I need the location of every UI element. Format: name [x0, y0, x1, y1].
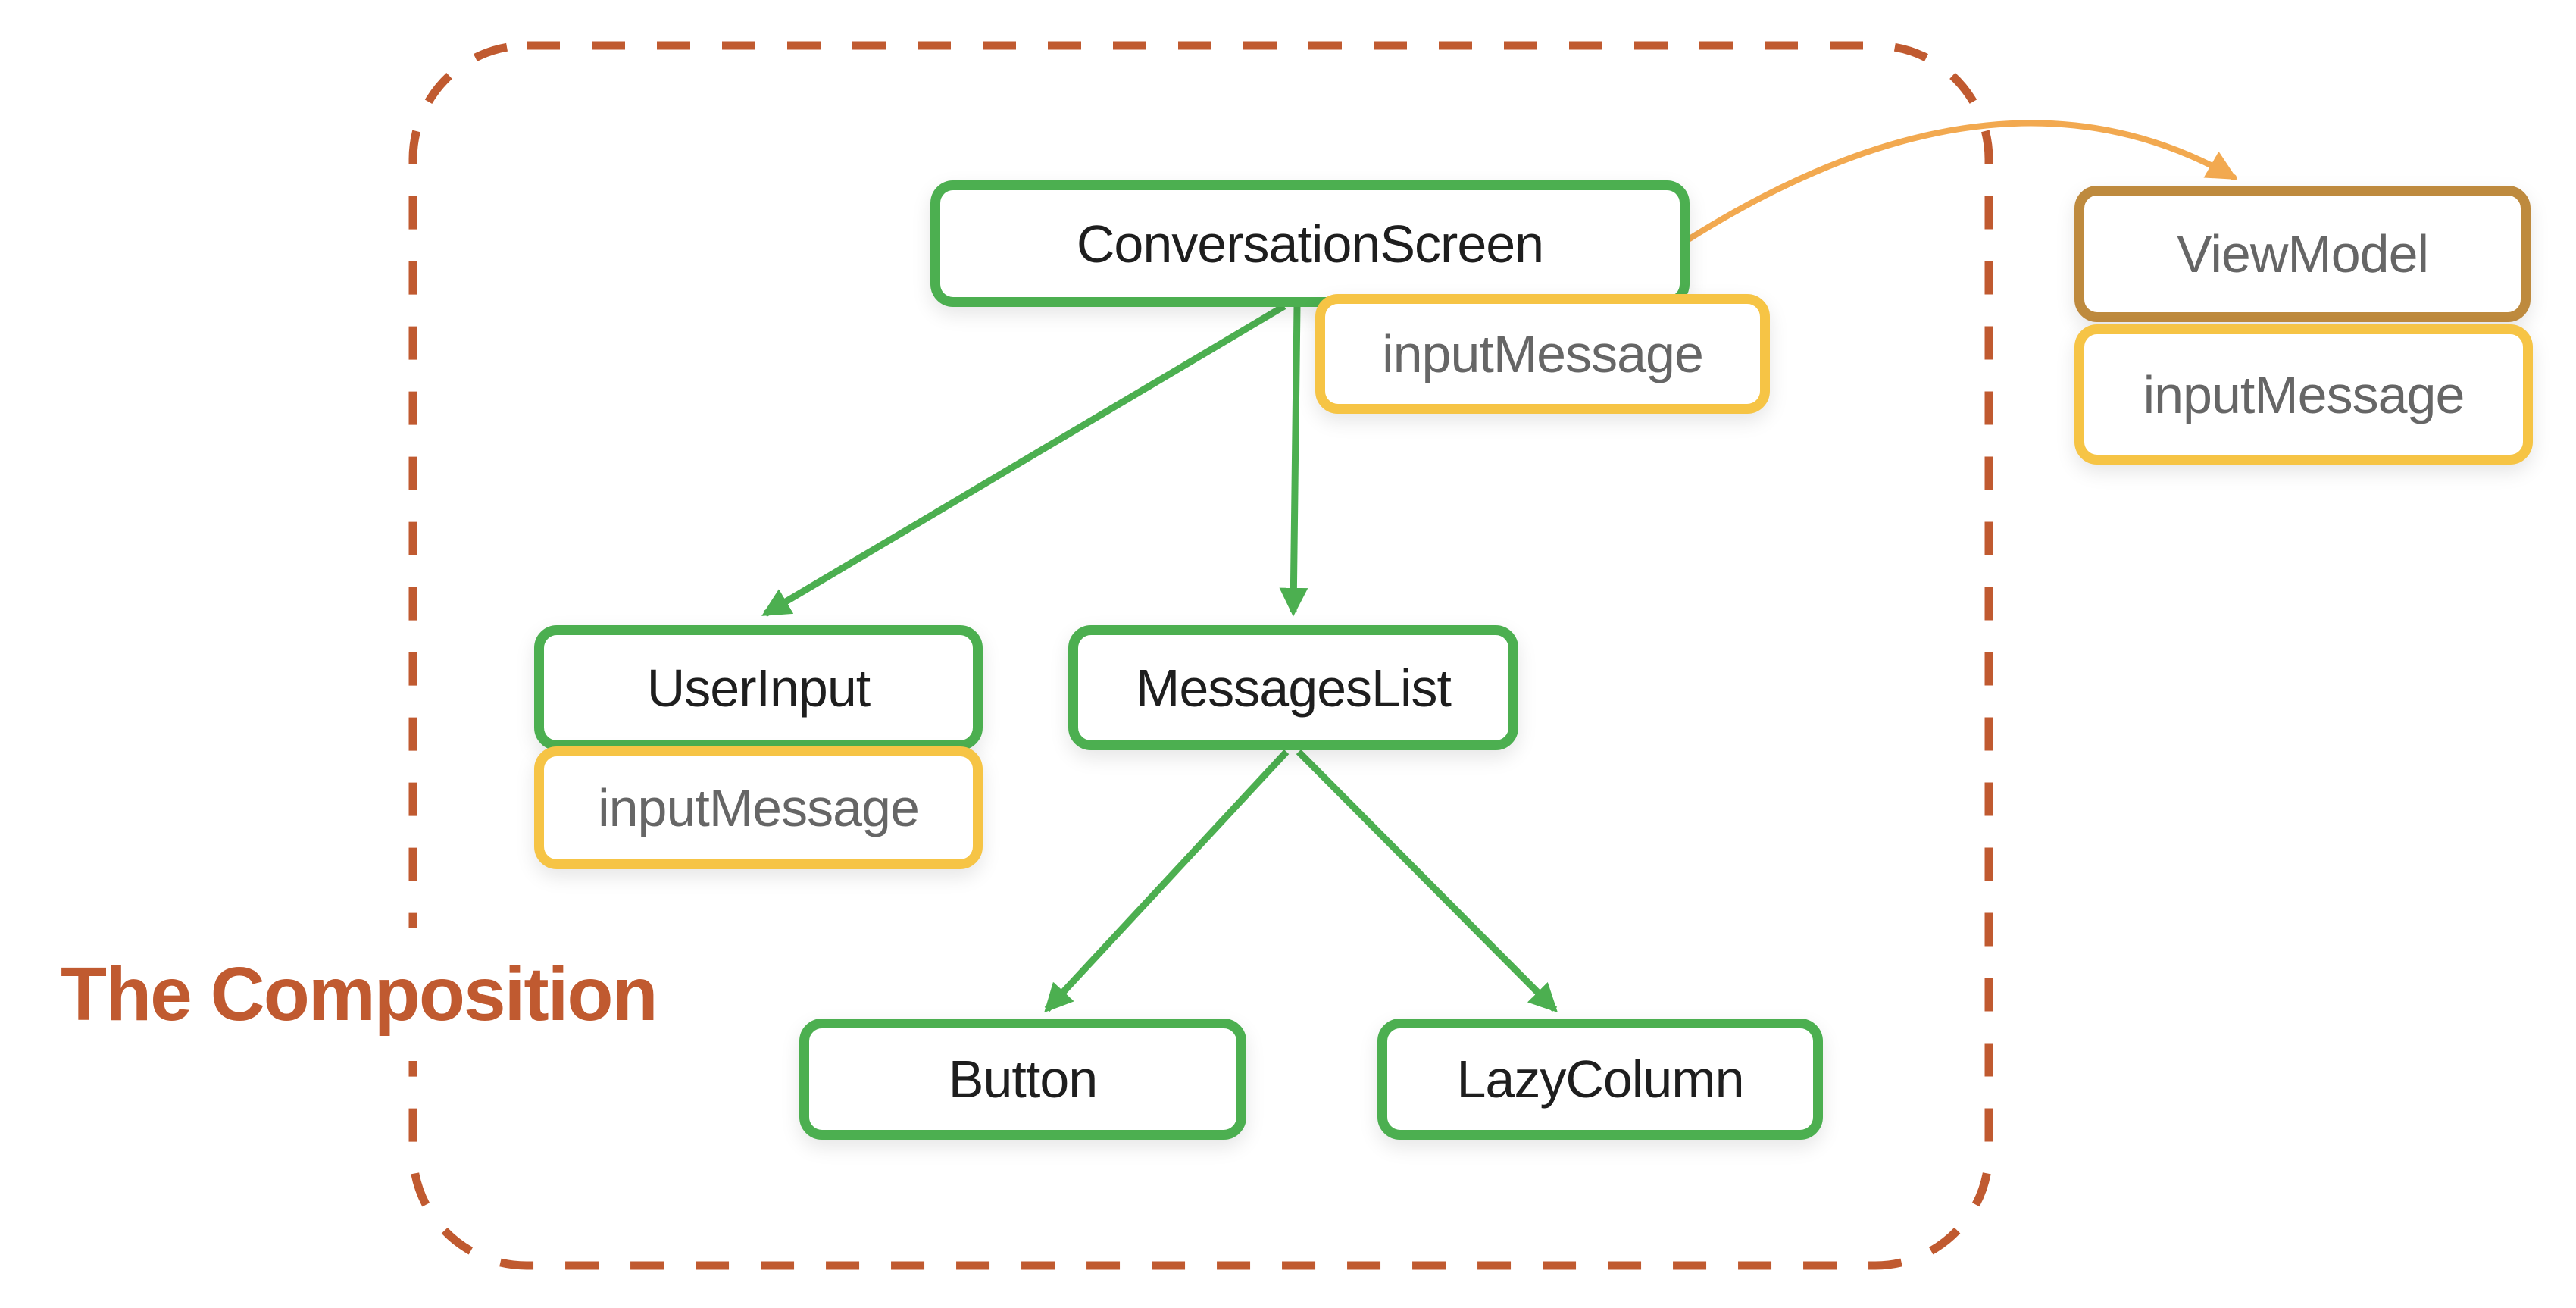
node-lazy-column-label: LazyColumn: [1456, 1050, 1744, 1109]
edge-conversationscreen-to-userinput: [761, 303, 1286, 617]
node-user-input-label: UserInput: [646, 658, 871, 718]
node-conversation-screen-label: ConversationScreen: [1076, 214, 1544, 274]
node-conversation-screen-state-label: inputMessage: [1382, 324, 1704, 383]
composition-boundary: [408, 41, 1993, 1270]
node-lazy-column: LazyColumn: [1377, 1019, 1823, 1140]
node-user-input-state: inputMessage: [534, 746, 983, 869]
node-view-model-state-label: inputMessage: [2143, 365, 2465, 424]
edge-messageslist-to-button: [1044, 749, 1290, 1013]
edge-conversationscreen-to-messageslist: [1279, 305, 1308, 617]
node-messages-list: MessagesList: [1068, 625, 1518, 750]
node-button-label: Button: [948, 1050, 1098, 1109]
edge-messageslist-to-lazycolumn: [1296, 749, 1558, 1013]
node-conversation-screen: ConversationScreen: [930, 180, 1690, 307]
node-messages-list-label: MessagesList: [1136, 658, 1452, 718]
node-view-model-label: ViewModel: [2176, 224, 2429, 283]
node-conversation-screen-state: inputMessage: [1315, 294, 1770, 414]
node-user-input-state-label: inputMessage: [598, 778, 920, 837]
node-view-model-state: inputMessage: [2074, 324, 2533, 465]
edge-conversationscreen-to-viewmodel: [1687, 120, 2238, 242]
node-user-input: UserInput: [534, 625, 983, 750]
node-view-model: ViewModel: [2074, 186, 2531, 322]
diagram-title: The Composition: [47, 928, 671, 1061]
node-button: Button: [799, 1019, 1246, 1140]
